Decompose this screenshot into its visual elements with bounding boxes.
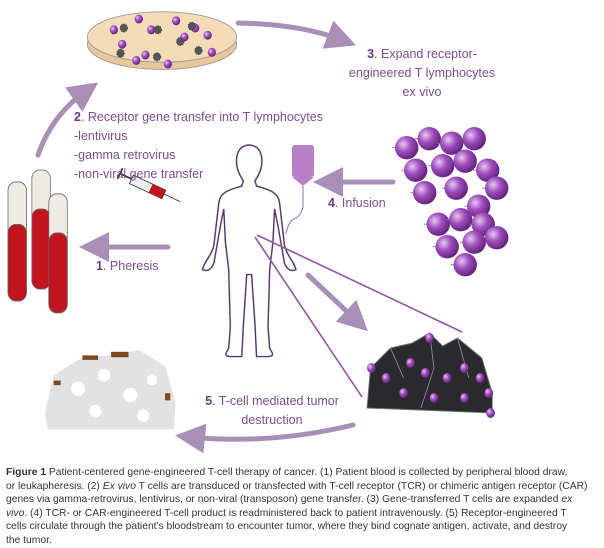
t-cell xyxy=(429,393,439,403)
connector-line xyxy=(254,236,363,398)
destroyed-tumor-icon xyxy=(45,350,176,430)
step-1-label: 1. Pheresis xyxy=(96,259,159,273)
t-cell xyxy=(484,388,494,398)
t-cell xyxy=(460,363,469,373)
petri-dish-icon xyxy=(86,11,238,70)
t-cell xyxy=(431,154,455,178)
t-cell xyxy=(449,208,473,232)
t-cell xyxy=(442,373,452,383)
step-4-label: 4. Infusion xyxy=(328,196,386,210)
arrow-to-transfer xyxy=(35,82,99,158)
t-cell xyxy=(453,253,477,277)
t-cell xyxy=(395,136,419,160)
t-cell xyxy=(476,158,500,182)
diagram-illustration xyxy=(7,11,509,454)
method-item: -non-viral gene transfer xyxy=(74,167,204,181)
t-cell xyxy=(435,235,459,259)
step-5-label: 5. T-cell mediated tumor destruction xyxy=(205,394,339,427)
blood-tubes-icon xyxy=(7,169,68,314)
t-cell xyxy=(426,212,450,236)
human-silhouette-icon xyxy=(201,144,297,358)
syringe-icon xyxy=(116,167,181,202)
t-cell xyxy=(453,149,477,173)
t-cell xyxy=(404,158,428,182)
t-cell xyxy=(444,176,468,200)
t-cell-cluster-icon xyxy=(392,127,509,277)
arrow-to-expand xyxy=(235,20,357,49)
t-cell xyxy=(420,368,430,378)
t-cell xyxy=(485,176,509,200)
method-item: -lentivirus xyxy=(74,129,128,143)
figure-caption: Figure 1 Patient-centered gene-engineere… xyxy=(6,467,588,546)
t-cell xyxy=(417,127,441,151)
t-cell xyxy=(440,131,464,155)
t-cell xyxy=(467,194,491,218)
t-cell xyxy=(413,181,437,205)
t-cell xyxy=(462,127,486,151)
t-cell xyxy=(460,393,469,403)
t-cell xyxy=(406,358,415,368)
t-cell xyxy=(381,373,391,383)
t-cell xyxy=(425,333,434,343)
method-item: -gamma retrovirus xyxy=(74,148,176,162)
t-cell xyxy=(367,363,376,373)
t-cell xyxy=(485,226,509,250)
step-3-label: 3. Expand receptor- engineered T lymphoc… xyxy=(348,47,496,99)
tumor-icon xyxy=(366,332,495,418)
connector-line xyxy=(256,234,463,333)
iv-bag-icon xyxy=(285,145,314,235)
t-cell xyxy=(462,230,486,254)
step-2-label: 2. Receptor gene transfer into T lymphoc… xyxy=(74,108,323,184)
arrow-to-tumor xyxy=(305,272,368,332)
t-cell xyxy=(399,388,408,398)
arrow-destruction xyxy=(175,422,356,454)
t-cell xyxy=(486,408,495,418)
t-cell xyxy=(475,373,485,383)
